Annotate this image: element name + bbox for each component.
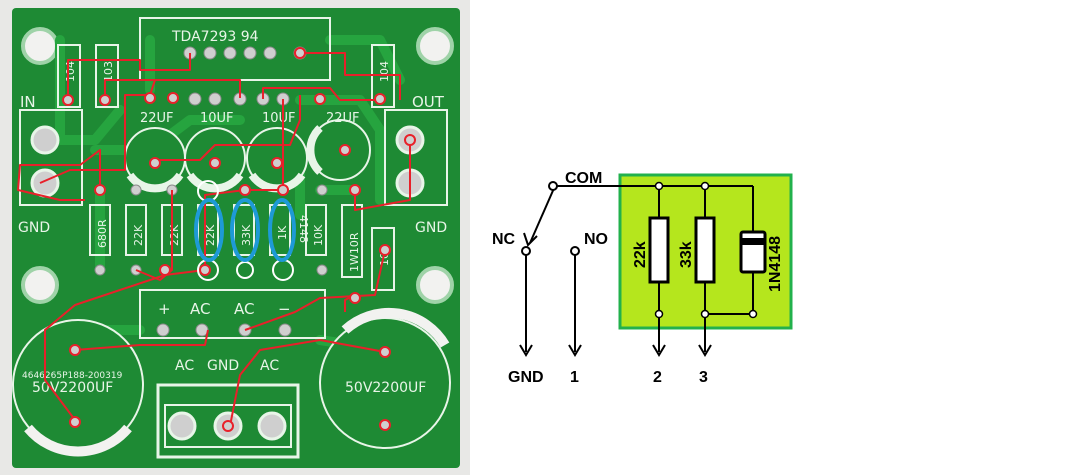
- power-header: + AC AC −: [139, 289, 326, 339]
- ecap-label-10uf-b: 10UF: [262, 111, 296, 126]
- jumper-wire: [155, 95, 301, 161]
- terminal-ac-2: AC: [260, 358, 279, 374]
- ecap-label-10uf-a: 10UF: [200, 111, 234, 126]
- res-label-10k: 10K: [312, 224, 325, 246]
- highlight-1k: [268, 198, 296, 262]
- trace: [55, 35, 125, 145]
- relay-arm: [529, 185, 556, 244]
- jumper-wire: [229, 339, 386, 427]
- res-label-22k-b: 22K: [168, 224, 181, 246]
- screw-terminal: AC GND AC: [156, 358, 300, 459]
- res-label-680r: 680R: [96, 219, 109, 248]
- diode-label-4148: 4148: [297, 215, 310, 243]
- cap-value-right: 50V2200UF: [345, 380, 426, 396]
- terminal-ac-1: AC: [175, 358, 194, 374]
- header-plus: +: [158, 300, 171, 318]
- no-contact: [570, 246, 580, 256]
- header-ac-2: AC: [234, 300, 254, 318]
- pin-3: 3: [699, 369, 708, 386]
- jumper-wire: [17, 149, 101, 201]
- mounting-hole: [21, 27, 59, 65]
- filter-caps: 4646265P188-200319 50V2200UF 50V2200UF: [12, 307, 451, 457]
- mounting-hole: [21, 266, 59, 304]
- resistor-row: 680R 22K 22K 22K 33K 1K 10K 1W10R 4148: [89, 184, 363, 278]
- label-no: NO: [584, 231, 608, 248]
- jumper-wire: [354, 140, 411, 211]
- cap-label-104-b: 104: [378, 61, 391, 82]
- blue-highlight-ellipses: [194, 198, 296, 262]
- arrow-3: [698, 344, 712, 357]
- res-label-1k: 1K: [276, 225, 289, 240]
- mounting-holes: [21, 27, 454, 304]
- label-1n4148: 1N4148: [767, 236, 784, 292]
- label-out: OUT: [412, 93, 445, 111]
- pin-1: 1: [570, 369, 579, 386]
- jumper-wire: [244, 249, 386, 331]
- trace: [295, 95, 385, 205]
- res-label-22k-a: 22K: [132, 224, 145, 246]
- jumper-wire: [104, 79, 241, 100]
- resistor-22k: [648, 216, 670, 284]
- label-com: COM: [565, 170, 602, 187]
- jumper-wire: [74, 329, 209, 351]
- arrow-relay: [523, 232, 538, 247]
- pcb-photo: TDA7293 94 104 103 104 104 2: [0, 0, 470, 475]
- header-ac-1: AC: [190, 300, 210, 318]
- jumper-wire: [67, 53, 191, 100]
- label-33k: 33k: [678, 241, 695, 268]
- mounting-hole: [416, 27, 454, 65]
- schematic-nodes: [521, 181, 758, 319]
- arrowheads: [519, 232, 712, 357]
- jumper-wire: [44, 269, 206, 421]
- highlight-22k: [194, 198, 224, 262]
- cap-label-103: 103: [102, 61, 115, 82]
- pin-2: 2: [653, 369, 662, 386]
- label-gnd-left: GND: [18, 220, 50, 236]
- jumper-wire: [262, 87, 380, 101]
- chip-label: TDA7293 94: [171, 29, 259, 45]
- cap-label-104-a: 104: [64, 61, 77, 82]
- label-in: IN: [20, 93, 36, 111]
- res-label-1w10r: 1W10R: [348, 232, 361, 272]
- res-label-33k: 33K: [240, 224, 253, 246]
- cap-code-left: 4646265P188-200319: [22, 371, 123, 381]
- ecap-label-22uf-b: 22UF: [326, 111, 360, 126]
- arrow-2: [652, 344, 666, 357]
- terminal-gnd: GND: [207, 358, 239, 374]
- cap-value-left: 50V2200UF: [32, 380, 113, 396]
- label-22k: 22k: [632, 241, 649, 268]
- jumper-wire: [300, 52, 401, 100]
- header-minus: −: [278, 300, 291, 318]
- mounting-hole: [416, 266, 454, 304]
- diode-1n4148: [739, 230, 767, 274]
- label-nc: NC: [492, 231, 516, 248]
- arrow-1: [568, 344, 582, 357]
- ic-pins: [183, 46, 307, 106]
- nc-contact: [521, 246, 531, 256]
- res-label-22k-c: 22K: [204, 224, 217, 246]
- pin-gnd: GND: [508, 369, 544, 386]
- resistor-33k: [694, 216, 716, 284]
- schematic: COM NC NO 22k 33k 1N4148 GND 1 2 3: [492, 170, 793, 386]
- arrow-gnd: [519, 344, 533, 357]
- highlight-33k: [230, 198, 260, 262]
- red-pads: [62, 47, 416, 432]
- com-contact: [548, 181, 558, 191]
- ecap-label-22uf-a: 22UF: [140, 111, 174, 126]
- label-gnd-right: GND: [415, 220, 447, 236]
